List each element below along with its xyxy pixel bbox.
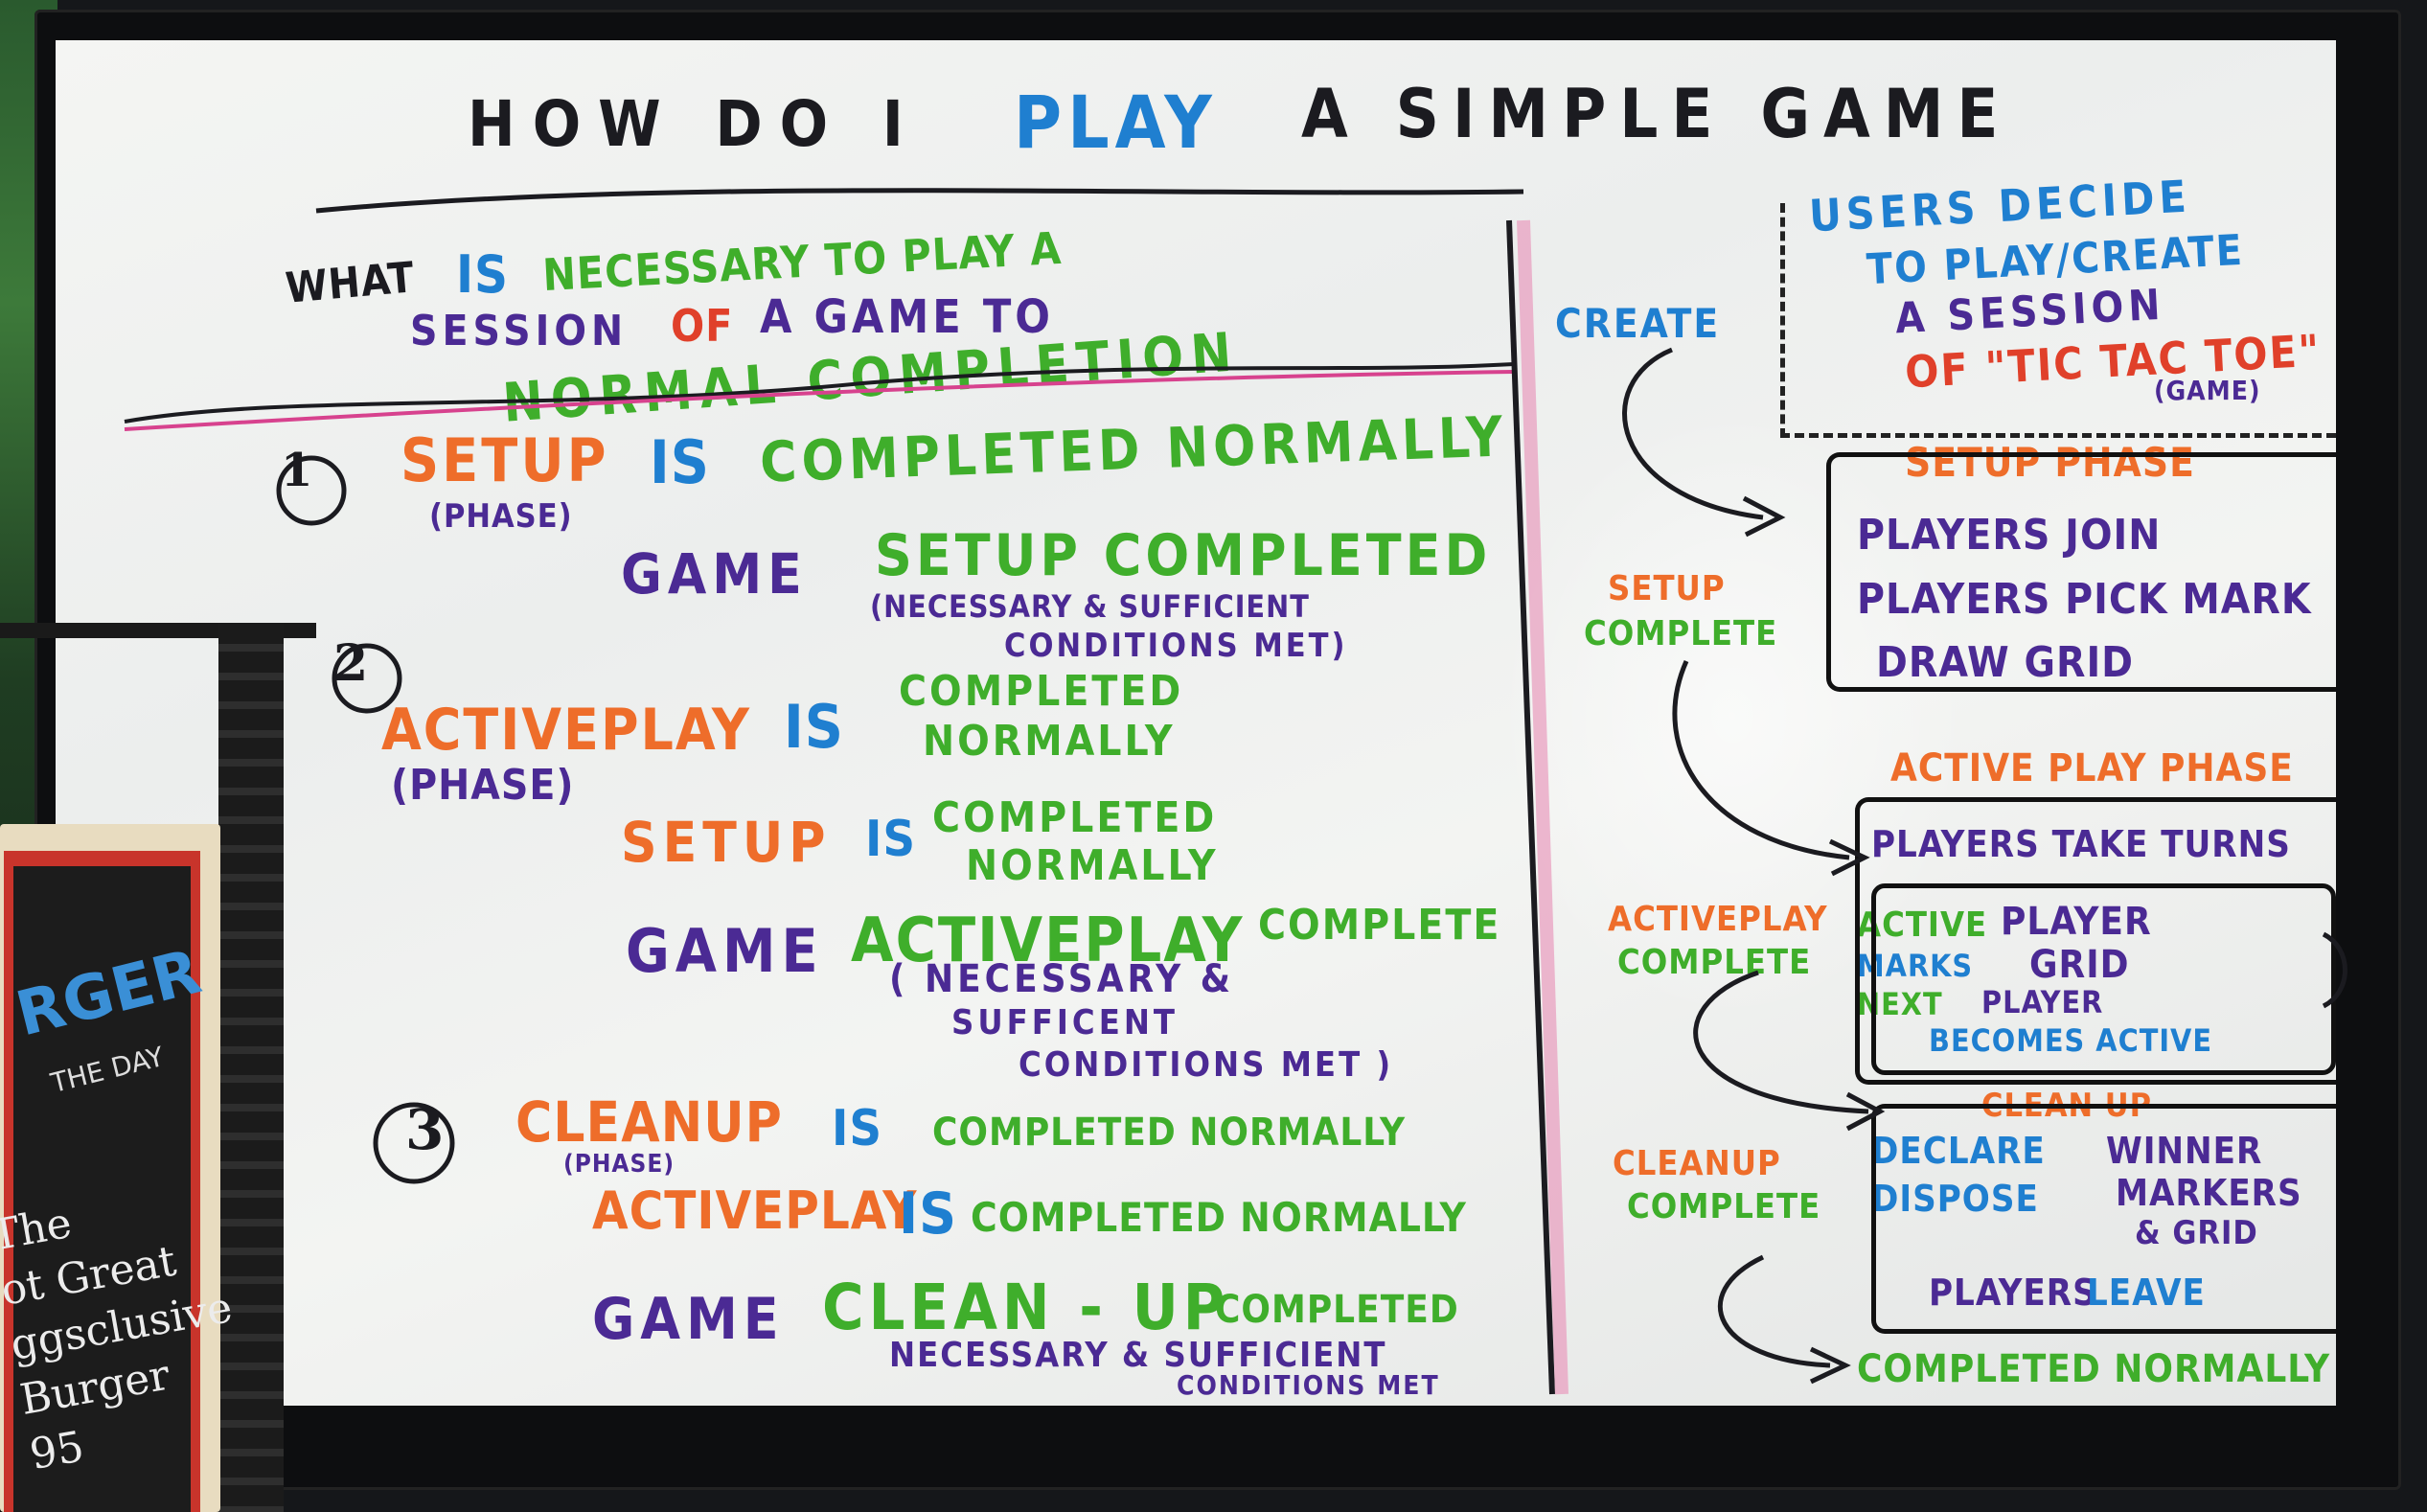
flow-setup-item-2: PLAYERS PICK MARK	[1857, 575, 2312, 624]
flow-cleanup-item-2b: MARKERS	[2116, 1172, 2302, 1214]
step3-cleanup: CLEANUP	[515, 1089, 783, 1155]
flow-completed-normally: COMPLETED NORMALLY	[1857, 1347, 2331, 1391]
arrow-active-to-cleanup	[1693, 970, 1869, 1114]
step2-sub-completed-a: COMPLETED	[932, 793, 1218, 842]
step1-phase: (PHASE)	[429, 497, 573, 536]
chalkboard-text: The ot Great ggsclusive Burger 95	[0, 1171, 256, 1483]
flow-setup-complete-a: SETUP	[1608, 569, 1726, 608]
arrow-head-done	[1809, 1346, 1851, 1385]
flow-users-e: (GAME)	[2154, 375, 2261, 406]
step1-conditions-b: CONDITIONS MET)	[1004, 627, 1348, 665]
step3-conditions-b: CONDITIONS MET	[1177, 1369, 1440, 1401]
title-underline	[315, 188, 1524, 214]
flow-active-item-a1: ACTIVE	[1857, 905, 1988, 945]
flow-active-complete-a: ACTIVEPLAY	[1608, 900, 1828, 939]
arrow-head-active	[1828, 838, 1870, 877]
flow-active-item-c1: NEXT	[1857, 986, 1943, 1022]
question-a-game: A GAME TO	[760, 290, 1054, 344]
loop-arrow	[2322, 931, 2347, 1009]
flow-cleanup-item-1b: WINNER	[2106, 1130, 2263, 1172]
flow-active-item-b1: MARKS	[1857, 948, 1974, 984]
step2-is: IS	[784, 692, 844, 762]
step2-conditions-a: ( NECESSARY &	[889, 957, 1235, 1001]
flow-active-complete-b: COMPLETE	[1617, 943, 1812, 982]
flow-setup-item-3: DRAW GRID	[1876, 638, 2135, 687]
title-part2: PLAY	[1014, 80, 1218, 165]
flow-active-phase: ACTIVE PLAY PHASE	[1890, 746, 2294, 790]
flow-cleanup-item-2a: DISPOSE	[1871, 1178, 2039, 1220]
step2-conditions-b: SUFFICENT	[951, 1003, 1179, 1042]
step3-completed: COMPLETED NORMALLY	[932, 1111, 1407, 1155]
flow-active-item-a2: PLAYER	[2001, 900, 2152, 944]
step1-is: IS	[650, 427, 710, 497]
title-part1: HOW DO I	[468, 87, 921, 161]
step2-sub-completed-b: NORMALLY	[966, 841, 1219, 890]
create-dashed-box	[1780, 203, 2336, 438]
step2-circle	[332, 643, 402, 714]
step2-activeplay: ACTIVEPLAY	[381, 697, 752, 764]
step2-sub-activeplay: ACTIVEPLAY	[851, 905, 1245, 976]
arrow-setup-to-active	[1672, 659, 1850, 860]
step1-conditions-a: (NECESSARY & SUFFICIENT	[870, 588, 1310, 625]
active-play-phase-box	[1855, 797, 2336, 1085]
light-glare	[1493, 404, 1972, 1027]
flow-cleanup-item-4a: PLAYERS	[1929, 1271, 2097, 1314]
question-is: IS	[456, 244, 510, 305]
step3-sub-completed2: COMPLETED	[1215, 1288, 1459, 1332]
question-divider-pink	[124, 370, 1515, 431]
flow-cleanup-item-3b: & GRID	[2135, 1214, 2258, 1252]
step3-sub-is: IS	[899, 1180, 957, 1248]
step3-conditions-a: NECESSARY & SUFFICIENT	[889, 1336, 1387, 1375]
step3-sub-completed: COMPLETED NORMALLY	[971, 1194, 1467, 1241]
step1-game: GAME	[621, 541, 808, 607]
step3-circle	[373, 1102, 455, 1184]
step3-sub-game: GAME	[592, 1286, 785, 1353]
step1-setup-completed: SETUP COMPLETED	[875, 522, 1492, 589]
active-inner-box	[1871, 883, 2336, 1075]
shelf-post	[218, 623, 284, 1512]
arrow-create-to-setup	[1622, 347, 1764, 520]
step2-sub-setup: SETUP	[621, 810, 832, 875]
flow-active-item-b2: GRID	[2029, 943, 2130, 987]
step2-sub-is: IS	[865, 811, 917, 868]
flow-active-turns: PLAYERS TAKE TURNS	[1871, 823, 2291, 865]
step3-sub-activeplay: ACTIVEPLAY	[592, 1180, 918, 1241]
step1-circle	[276, 455, 347, 526]
title-part3: A SIMPLE GAME	[1301, 75, 2012, 153]
vertical-divider-pink	[1517, 219, 1568, 1395]
step2-sub-complete: COMPLETE	[1258, 901, 1501, 950]
flow-active-item-d: BECOMES ACTIVE	[1929, 1022, 2212, 1059]
flow-cleanup-complete-a: CLEANUP	[1613, 1144, 1781, 1183]
step3-sub-cleanup: CLEAN - UP	[822, 1271, 1230, 1344]
vertical-divider	[1506, 219, 1555, 1395]
question-session: SESSION	[410, 307, 629, 355]
flow-setup-complete-b: COMPLETE	[1584, 614, 1778, 653]
cleanup-phase-box	[1871, 1104, 2336, 1334]
flow-cleanup-complete-b: COMPLETE	[1627, 1187, 1821, 1226]
flow-setup-phase: SETUP PHASE	[1905, 439, 2195, 486]
flow-cleanup-item-4b: LEAVE	[2087, 1271, 2206, 1314]
step1-setup: SETUP	[401, 425, 609, 495]
flow-cleanup-item-1a: DECLARE	[1871, 1130, 2046, 1172]
step2-phase: (PHASE)	[391, 761, 575, 810]
flow-active-item-c2: PLAYER	[1981, 984, 2104, 1020]
arrow-cleanup-to-done	[1718, 1254, 1831, 1368]
flow-create: CREATE	[1555, 300, 1721, 347]
flow-setup-item-1: PLAYERS JOIN	[1857, 511, 2162, 560]
step2-completed-b: NORMALLY	[923, 717, 1176, 766]
step2-completed-a: COMPLETED	[899, 667, 1184, 716]
arrow-head-cleanup	[1845, 1091, 1886, 1132]
question-divider-scribble	[124, 362, 1515, 424]
chalkboard-surface	[13, 866, 191, 1512]
step2-conditions-c: CONDITIONS MET )	[1019, 1045, 1394, 1085]
step3-phase: (PHASE)	[563, 1150, 675, 1179]
setup-phase-box	[1826, 452, 2336, 692]
step2-sub-game: GAME	[626, 916, 824, 986]
whiteboard: HOW DO I PLAY A SIMPLE GAME WHAT IS NECE…	[56, 40, 2336, 1406]
arrow-head-setup	[1742, 495, 1786, 538]
chalkboard-sign: RGER THE DAY The ot Great ggsclusive Bur…	[0, 824, 236, 1512]
question-of: OF	[671, 300, 734, 352]
step3-is: IS	[832, 1100, 883, 1157]
